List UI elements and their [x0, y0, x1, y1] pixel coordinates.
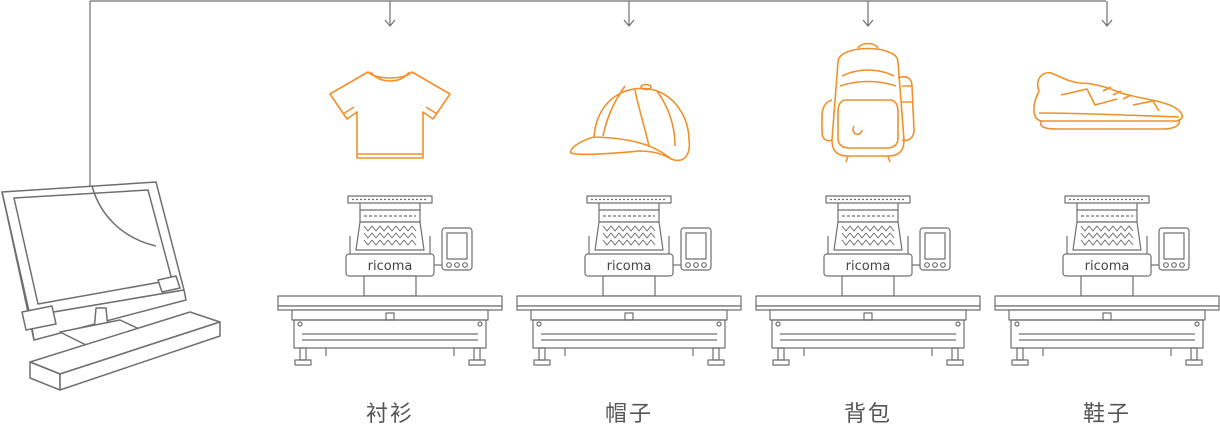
embroidery-machine-icon [516, 195, 742, 366]
product-label-0: 衬衫 [365, 402, 414, 427]
machine-brand-label: ricoma [1085, 259, 1130, 274]
embroidery-machine-icon [994, 195, 1220, 366]
backpack-icon [821, 42, 915, 163]
machine-brand-label: ricoma [846, 259, 891, 274]
product-label-2: 背包 [843, 402, 892, 427]
product-label-1: 帽子 [604, 402, 653, 427]
arrow-down-icon [623, 19, 635, 27]
embroidery-machine-icon [755, 195, 981, 366]
connection-lines [89, 0, 1113, 190]
embroidery-machine-icon [277, 195, 503, 366]
cap-icon [569, 83, 691, 162]
computer-monitor-icon [1, 181, 221, 391]
arrow-down-icon [384, 19, 396, 27]
tshirt-icon [329, 71, 451, 159]
arrow-down-icon [1101, 19, 1113, 27]
product-label-3: 鞋子 [1082, 402, 1131, 427]
machine-brand-label: ricoma [607, 259, 652, 274]
sneaker-icon [1033, 71, 1184, 130]
arrow-down-icon [862, 19, 874, 27]
machine-brand-label: ricoma [368, 259, 413, 274]
